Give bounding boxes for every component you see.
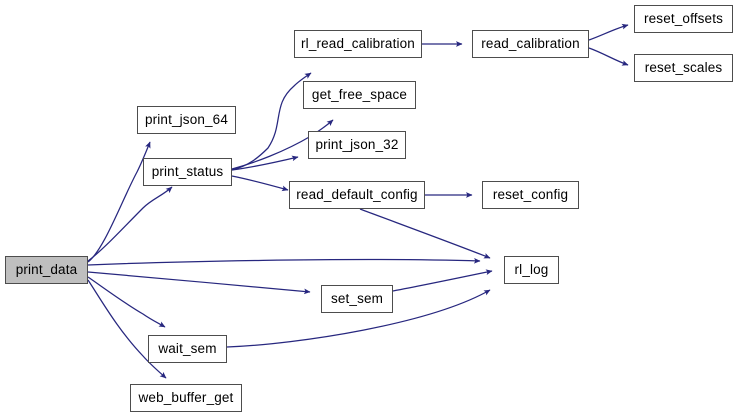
call-edge-print_data-to-set_sem xyxy=(87,271,311,295)
graph-node-label: rl_log xyxy=(514,262,549,278)
graph-node-label: web_buffer_get xyxy=(138,390,234,406)
call-edge-print_data-to-print_status xyxy=(87,186,173,262)
call-edge-print_status-to-rl_read_calibration xyxy=(231,72,312,171)
graph-node-label: wait_sem xyxy=(158,341,217,357)
call-edge-print_status-to-read_default_config xyxy=(231,175,289,192)
graph-node-label: reset_offsets xyxy=(644,11,723,27)
call-edge-print_status-to-print_json_32 xyxy=(231,155,299,171)
graph-node-read_calibration[interactable]: read_calibration xyxy=(472,30,589,58)
graph-node-rl_read_calibration[interactable]: rl_read_calibration xyxy=(294,30,422,58)
graph-node-print_json_64[interactable]: print_json_64 xyxy=(137,106,236,134)
graph-node-label: read_calibration xyxy=(481,36,580,52)
graph-node-label: print_json_32 xyxy=(315,137,399,153)
call-edge-read_calibration-to-reset_offsets xyxy=(588,23,629,41)
call-edge-read_default_config-to-rl_log xyxy=(359,208,491,259)
call-edge-read_calibration-to-reset_scales xyxy=(588,47,629,66)
graph-node-label: reset_scales xyxy=(644,60,723,76)
call-edge-print_data-to-rl_log xyxy=(87,257,481,266)
graph-node-reset_config[interactable]: reset_config xyxy=(482,181,579,209)
call-edge-set_sem-to-rl_log xyxy=(392,269,493,292)
graph-node-label: get_free_space xyxy=(311,87,408,103)
graph-node-reset_offsets[interactable]: reset_offsets xyxy=(634,5,733,33)
graph-node-print_json_32[interactable]: print_json_32 xyxy=(308,131,406,159)
graph-node-label: print_status xyxy=(151,164,224,180)
graph-node-label: print_json_64 xyxy=(144,112,228,128)
graph-node-label: print_data xyxy=(15,262,78,278)
graph-node-print_status[interactable]: print_status xyxy=(143,158,232,186)
graph-node-reset_scales[interactable]: reset_scales xyxy=(634,54,733,82)
graph-node-get_free_space[interactable]: get_free_space xyxy=(303,81,416,109)
graph-node-label: set_sem xyxy=(330,291,384,307)
graph-node-wait_sem[interactable]: wait_sem xyxy=(148,335,227,363)
graph-node-rl_log[interactable]: rl_log xyxy=(504,256,559,284)
call-edge-print_data-to-print_json_64 xyxy=(87,141,151,263)
call-edge-print_data-to-wait_sem xyxy=(87,276,166,328)
graph-node-web_buffer_get[interactable]: web_buffer_get xyxy=(130,384,242,412)
call-edge-print_data-to-web_buffer_get xyxy=(87,279,167,379)
graph-node-set_sem[interactable]: set_sem xyxy=(321,285,393,313)
graph-node-label: read_default_config xyxy=(296,187,418,203)
graph-node-read_default_config[interactable]: read_default_config xyxy=(289,181,425,209)
graph-node-label: reset_config xyxy=(492,187,569,203)
graph-node-label: rl_read_calibration xyxy=(301,36,415,52)
graph-node-print_data[interactable]: print_data xyxy=(5,256,88,284)
